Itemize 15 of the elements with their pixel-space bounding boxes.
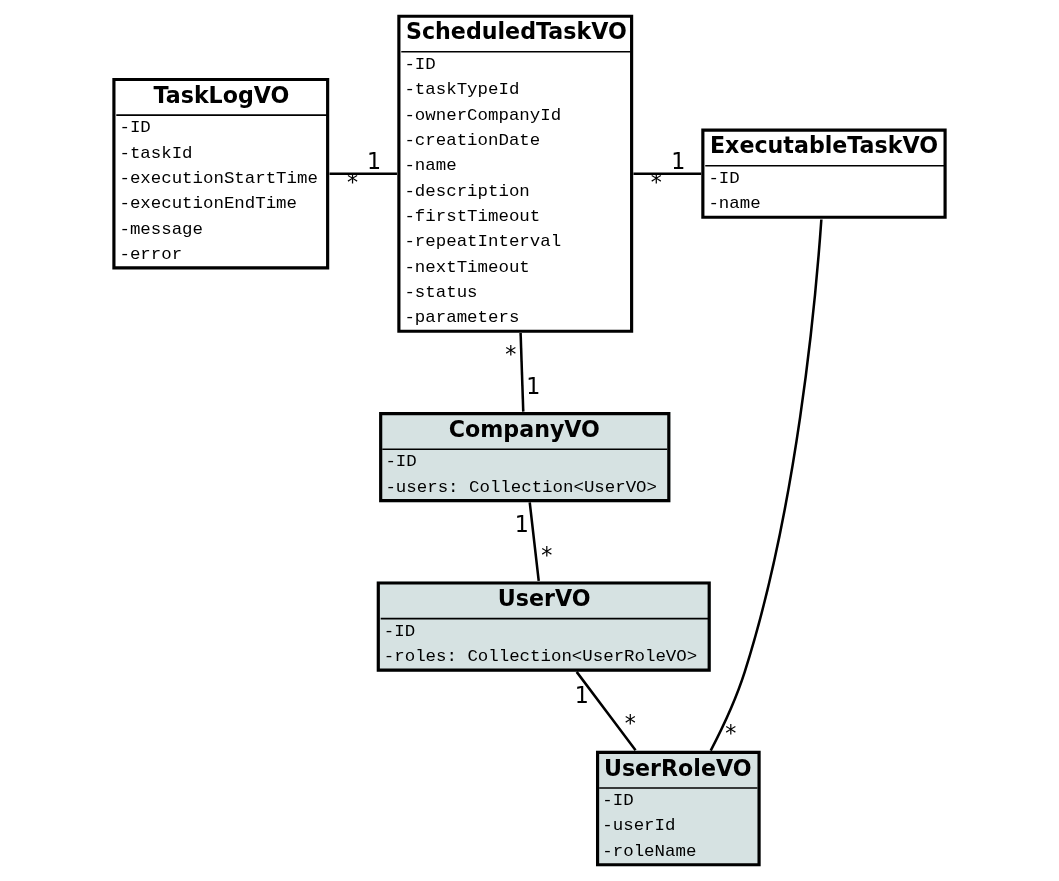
- label: *: [725, 719, 737, 746]
- label: 1: [574, 681, 589, 708]
- label: 1: [366, 147, 382, 174]
- connector: [528, 502, 540, 582]
- connector: [575, 671, 637, 751]
- connector: [519, 333, 525, 412]
- connector: [329, 172, 397, 175]
- label: 1: [526, 373, 541, 400]
- label: 1: [514, 511, 529, 538]
- label: *: [541, 541, 553, 568]
- label: *: [624, 710, 636, 737]
- label: 1: [671, 147, 686, 174]
- connector: [709, 219, 823, 752]
- connector: [633, 172, 702, 175]
- label: *: [505, 341, 517, 368]
